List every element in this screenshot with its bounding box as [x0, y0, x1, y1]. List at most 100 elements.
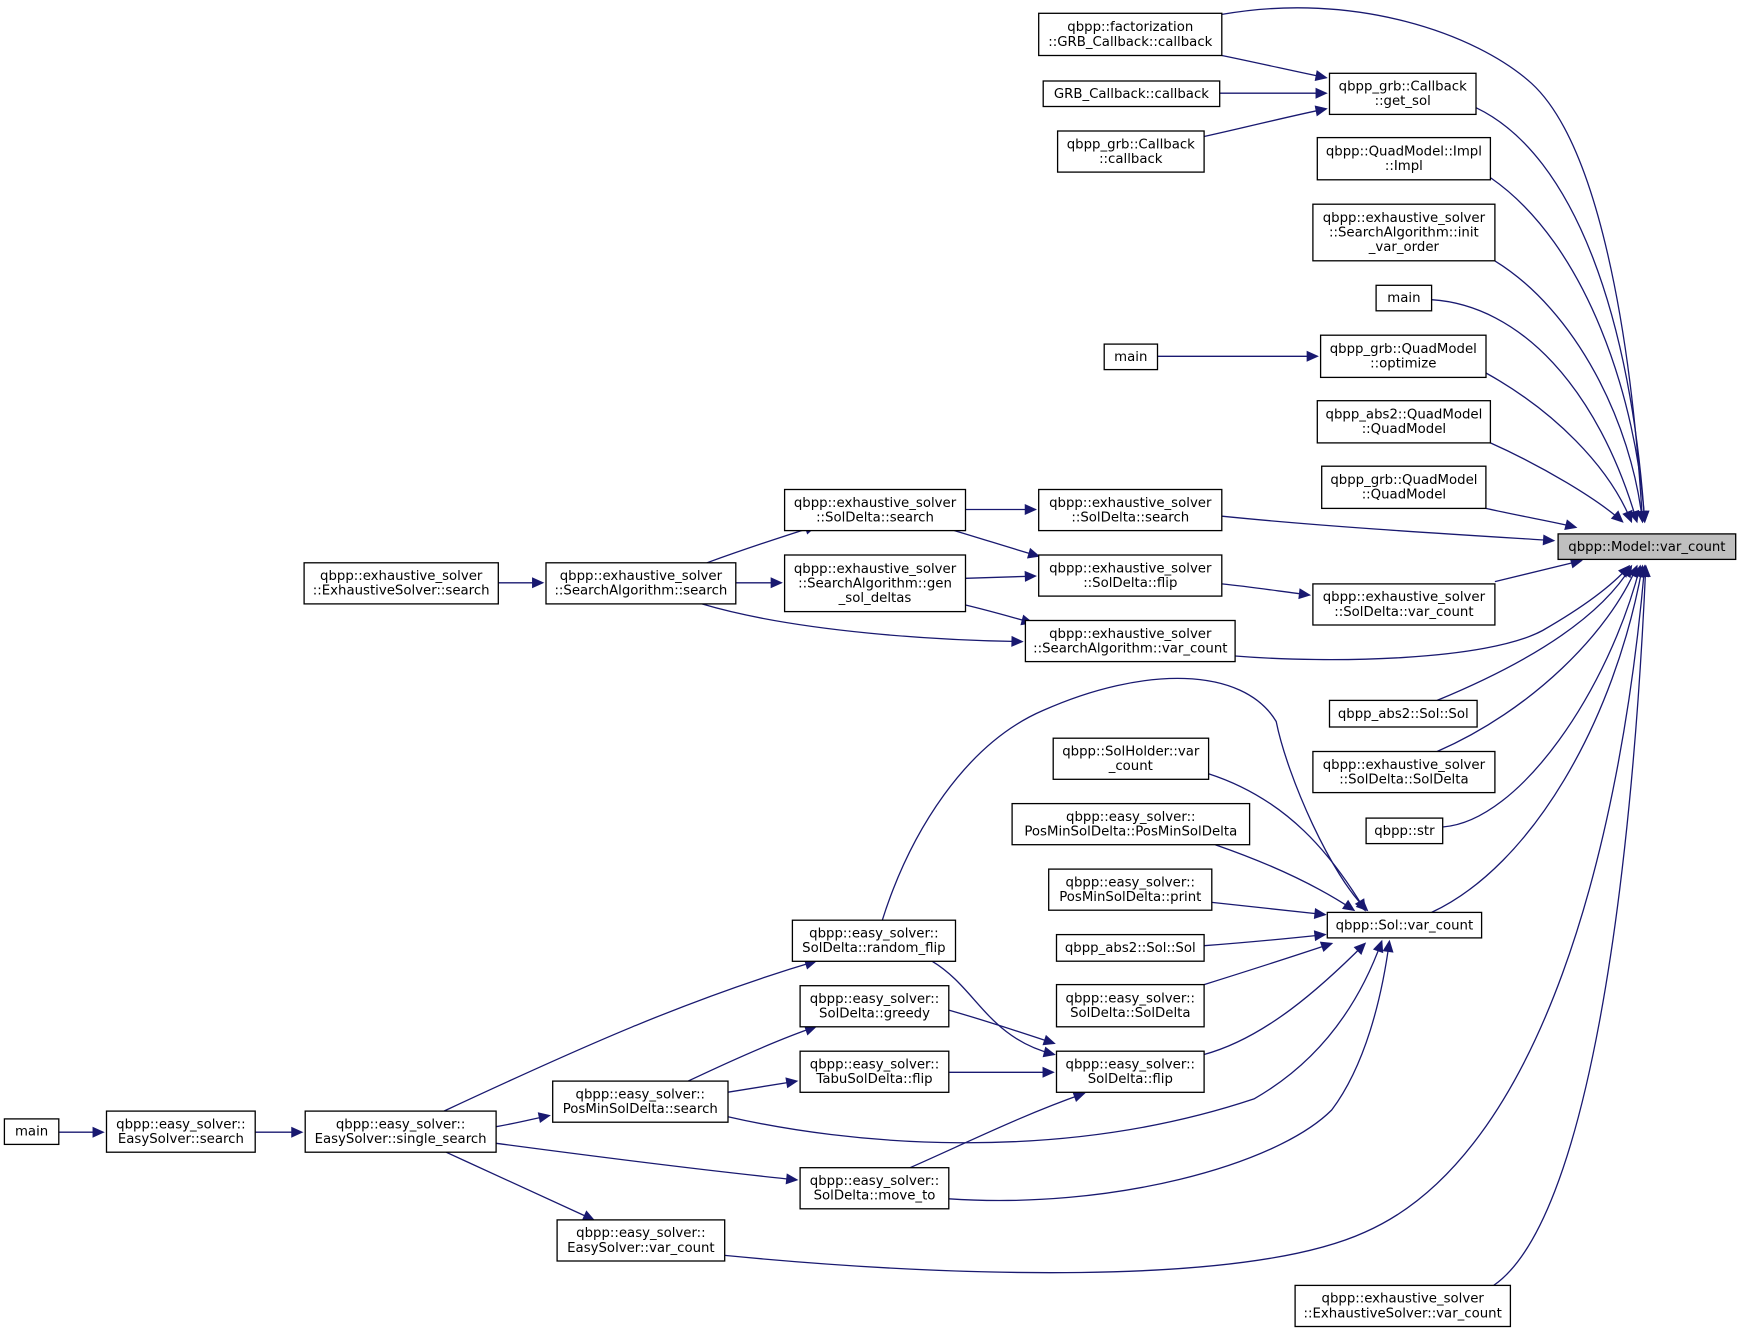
caller-node[interactable]: qbpp::str [1365, 817, 1444, 845]
caller-node[interactable]: qbpp::easy_solver::PosMinSolDelta::print [1048, 868, 1213, 911]
edge-arrowhead [1313, 908, 1327, 920]
node-box [1321, 465, 1487, 510]
edge-arrowhead [1042, 1046, 1056, 1058]
call-edge [1475, 107, 1650, 524]
node-box [1011, 802, 1251, 846]
call-edge [735, 577, 783, 589]
edge-arrowhead [1622, 509, 1633, 524]
caller-node[interactable]: qbpp::exhaustive_solver::SearchAlgorithm… [1312, 203, 1496, 262]
caller-node[interactable]: main [1375, 284, 1433, 312]
edge-line [909, 1092, 1085, 1169]
edge-line [724, 566, 1646, 1274]
node-box [1312, 750, 1496, 794]
edge-arrowhead [1372, 939, 1384, 954]
caller-node[interactable]: qbpp::QuadModel::Impl::Impl [1316, 136, 1492, 181]
node-label: ::optimize [1370, 357, 1436, 372]
edge-arrowhead [532, 577, 545, 589]
caller-node[interactable]: qbpp_abs2::Sol::Sol [1055, 933, 1205, 962]
edge-arrowhead [1639, 564, 1651, 577]
caller-node[interactable]: GRB_Callback::callback [1042, 80, 1221, 108]
caller-node[interactable]: qbpp::exhaustive_solver::SolDelta::searc… [1038, 488, 1223, 532]
caller-node[interactable]: qbpp::easy_solver::EasySolver::search [105, 1110, 256, 1153]
caller-node[interactable]: qbpp::factorization::GRB_Callback::callb… [1038, 12, 1223, 57]
caller-node[interactable]: qbpp::exhaustive_solver::SearchAlgorithm… [783, 554, 967, 613]
node-box [545, 562, 737, 605]
edge-line [701, 603, 1023, 643]
node-label: qbpp::QuadModel::Impl [1326, 145, 1482, 160]
node-box [556, 1219, 726, 1262]
node-label: qbpp::easy_solver:: [576, 1226, 706, 1241]
caller-node[interactable]: qbpp_grb::Callback::callback [1056, 130, 1205, 173]
edge-line [954, 529, 1039, 557]
caller-node[interactable]: qbpp::easy_solver::SolDelta::move_to [799, 1167, 950, 1210]
call-edge [909, 1091, 1086, 1169]
node-label: qbpp::Sol::var_count [1336, 918, 1474, 933]
caller-node[interactable]: main [3, 1118, 60, 1146]
caller-node[interactable]: qbpp::easy_solver::EasySolver::var_count [556, 1219, 726, 1262]
caller-node[interactable]: qbpp_grb::QuadModel::optimize [1319, 334, 1487, 379]
node-label: ::QuadModel [1362, 422, 1446, 437]
node-label: SolDelta::SolDelta [1070, 1006, 1190, 1021]
node-label: qbpp::easy_solver:: [1066, 1058, 1196, 1073]
caller-node[interactable]: qbpp::exhaustive_solver::SearchAlgorithm… [1024, 619, 1236, 663]
caller-node[interactable]: qbpp::Sol::var_count [1326, 911, 1483, 939]
caller-node[interactable]: qbpp::easy_solver::PosMinSolDelta::searc… [552, 1080, 729, 1123]
edge-arrowhead [785, 1173, 799, 1185]
node-box [799, 985, 950, 1028]
edge-arrowhead [1564, 519, 1578, 531]
call-edge [1493, 564, 1651, 1286]
caller-node[interactable]: qbpp::exhaustive_solver::SolDelta::SolDe… [1312, 750, 1496, 794]
edge-arrowhead [1042, 1034, 1056, 1046]
caller-node[interactable]: qbpp::easy_solver::SolDelta::random_flip [791, 919, 957, 962]
node-label: qbpp::easy_solver:: [810, 992, 940, 1007]
caller-node[interactable]: qbpp::easy_solver::SolDelta::flip [1055, 1050, 1205, 1093]
caller-node[interactable]: qbpp::SolHolder::var_count [1052, 737, 1210, 780]
caller-node[interactable]: qbpp::exhaustive_solver::ExhaustiveSolve… [303, 562, 499, 605]
caller-node[interactable]: qbpp::easy_solver::EasySolver::single_se… [304, 1110, 497, 1153]
node-box [1326, 911, 1483, 939]
node-label: qbpp_grb::Callback [1067, 137, 1195, 152]
edge-line [1431, 299, 1638, 522]
caller-node[interactable]: qbpp::exhaustive_solver::ExhaustiveSolve… [1294, 1284, 1512, 1328]
caller-node[interactable]: qbpp_grb::QuadModel::QuadModel [1321, 465, 1487, 510]
node-box [1375, 284, 1433, 312]
node-box [1328, 699, 1478, 728]
caller-node[interactable]: qbpp::exhaustive_solver::SolDelta::flip [1038, 554, 1223, 597]
node-box [1048, 868, 1213, 911]
caller-node[interactable]: qbpp::easy_solver::PosMinSolDelta::PosMi… [1011, 802, 1251, 846]
caller-node[interactable]: qbpp_abs2::Sol::Sol [1328, 699, 1478, 728]
call-edge [965, 503, 1037, 516]
node-box [1055, 933, 1205, 962]
caller-node[interactable]: qbpp::easy_solver::SolDelta::greedy [799, 985, 950, 1028]
node-label: qbpp::exhaustive_solver [1049, 627, 1212, 642]
edge-arrowhead [1072, 1091, 1086, 1103]
node-label: SolDelta::flip [1088, 1072, 1173, 1087]
node-box [105, 1110, 256, 1153]
caller-node[interactable]: qbpp::easy_solver::SolDelta::SolDelta [1055, 983, 1205, 1028]
node-label: qbpp::exhaustive_solver [1322, 1292, 1485, 1307]
node-box [1055, 1050, 1205, 1093]
call-edge [1490, 177, 1650, 524]
target-function-node[interactable]: qbpp::Model::var_count [1557, 533, 1737, 561]
edge-line [1490, 177, 1646, 522]
node-label: _var_order [1368, 240, 1440, 255]
edge-line [1203, 942, 1332, 986]
node-label: qbpp::exhaustive_solver [1049, 496, 1212, 511]
caller-node[interactable]: qbpp_abs2::QuadModel::QuadModel [1316, 400, 1492, 444]
caller-node[interactable]: main [1103, 343, 1159, 371]
call-edge [1494, 260, 1647, 524]
edge-line [881, 677, 1368, 921]
node-label: ::SearchAlgorithm::search [554, 584, 727, 599]
node-label: EasySolver::var_count [567, 1241, 715, 1256]
call-edge [1203, 942, 1367, 1056]
call-edge [1211, 901, 1327, 920]
caller-node[interactable]: qbpp::exhaustive_solver::SearchAlgorithm… [545, 562, 737, 605]
caller-node[interactable]: qbpp::exhaustive_solver::SolDelta::var_c… [1312, 583, 1496, 626]
node-label: ::GRB_Callback::callback [1048, 35, 1212, 50]
edge-line [687, 1026, 816, 1082]
node-box [1312, 203, 1496, 262]
caller-node[interactable]: qbpp::exhaustive_solver::SolDelta::searc… [783, 488, 967, 532]
caller-node[interactable]: qbpp::easy_solver::TabuSolDelta::flip [799, 1050, 950, 1093]
caller-node[interactable]: qbpp_grb::Callback::get_sol [1328, 72, 1477, 116]
edge-line [1221, 583, 1310, 596]
